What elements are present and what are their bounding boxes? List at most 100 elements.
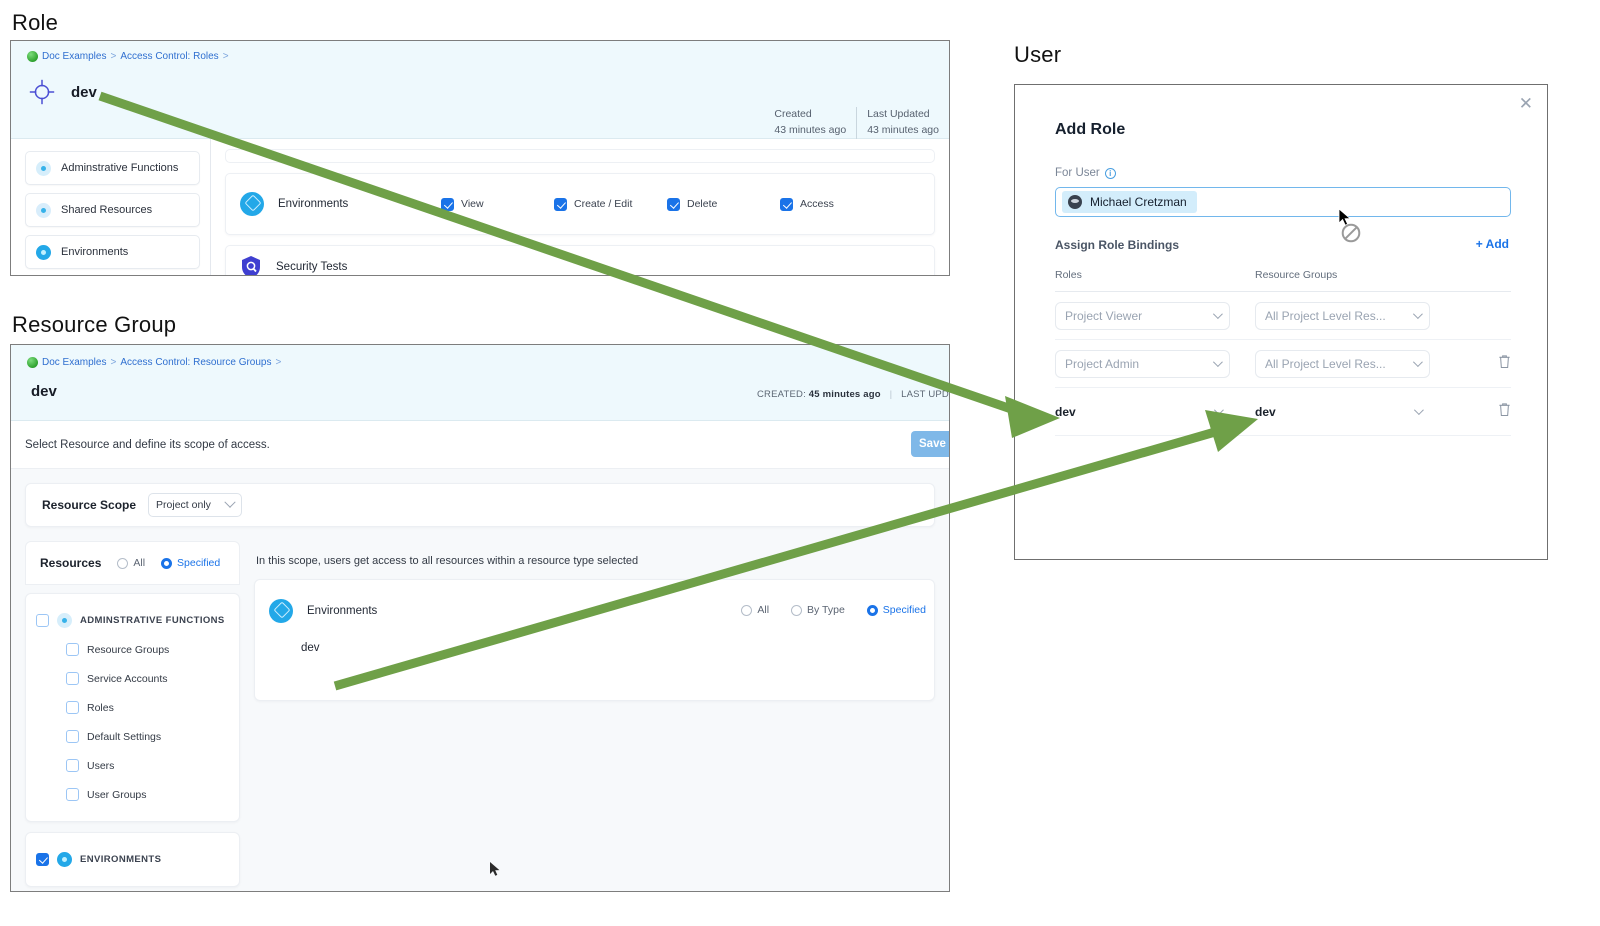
close-icon[interactable]: ✕ xyxy=(1518,94,1533,113)
tree-item-label: User Groups xyxy=(87,788,147,801)
resource-group-select[interactable]: All Project Level Res... xyxy=(1255,349,1430,378)
save-button[interactable]: Save xyxy=(911,431,949,457)
resource-group-header: Doc Examples > Access Control: Resource … xyxy=(11,345,949,421)
resource-group-select-value: All Project Level Res... xyxy=(1265,308,1386,323)
tree-item-resource-groups[interactable]: Resource Groups xyxy=(36,635,229,664)
resource-group-title: dev xyxy=(31,383,57,400)
role-title-wrap: dev xyxy=(27,77,97,107)
sidebar-item-administrative-functions[interactable]: Adminstrative Functions xyxy=(25,151,200,185)
tree-item-roles[interactable]: Roles xyxy=(36,693,229,722)
sidebar-item-environments[interactable]: Environments xyxy=(25,235,200,269)
tree-group-row[interactable]: ENVIRONMENTS xyxy=(36,845,229,874)
role-panel: Doc Examples > Access Control: Roles > d… xyxy=(10,40,950,276)
section-caption-role: Role xyxy=(12,10,59,35)
chevron-down-icon xyxy=(1212,309,1223,320)
environments-scope-item-dev[interactable]: dev xyxy=(301,642,320,654)
chevron-down-icon xyxy=(224,496,236,508)
breadcrumb-section[interactable]: Access Control: Roles xyxy=(120,51,219,62)
tree-item-user-groups[interactable]: User Groups xyxy=(36,780,229,809)
role-select-value: dev xyxy=(1055,404,1076,419)
table-row: dev dev xyxy=(1055,388,1511,436)
tree-item-default-settings[interactable]: Default Settings xyxy=(36,722,229,751)
tree-item-service-accounts[interactable]: Service Accounts xyxy=(36,664,229,693)
delete-icon[interactable] xyxy=(1498,402,1511,417)
permission-checkbox-view[interactable]: View xyxy=(441,197,554,211)
chevron-down-icon xyxy=(1213,405,1224,416)
tree-item-label: Roles xyxy=(87,701,114,714)
add-role-modal: ✕ Add Role For User i Michael Cretzman A… xyxy=(1014,84,1548,560)
env-radio-by-type[interactable]: By Type xyxy=(791,604,845,616)
checkbox-icon[interactable] xyxy=(66,701,79,714)
role-select[interactable]: Project Admin xyxy=(1055,349,1230,378)
binding-role-cell: Project Viewer xyxy=(1055,301,1255,330)
role-meta: Created 43 minutes ago Last Updated 43 m… xyxy=(764,107,949,139)
chevron-down-icon xyxy=(1212,357,1223,368)
project-dot-icon xyxy=(27,51,38,62)
permission-row-partial xyxy=(225,149,935,163)
environments-icon xyxy=(36,244,51,260)
checkbox-checked-icon[interactable] xyxy=(441,197,454,211)
breadcrumb-root[interactable]: Doc Examples xyxy=(42,357,107,368)
checkbox-icon[interactable] xyxy=(66,730,79,743)
radio-icon[interactable] xyxy=(791,604,803,616)
binding-actions-cell xyxy=(1455,402,1511,422)
resource-scope-value: Project only xyxy=(156,499,211,511)
table-row: Project Viewer All Project Level Res... xyxy=(1055,292,1511,340)
add-binding-button[interactable]: + Add xyxy=(1475,237,1509,251)
breadcrumb[interactable]: Doc Examples > Access Control: Resource … xyxy=(27,357,281,368)
info-icon[interactable]: i xyxy=(1104,167,1116,179)
resource-scope-card: Resource Scope Project only xyxy=(25,483,935,527)
permission-row-name-wrap: Security Tests xyxy=(226,255,441,275)
resource-group-select-value: dev xyxy=(1255,404,1276,419)
checkbox-icon[interactable] xyxy=(36,614,49,627)
checkbox-icon[interactable] xyxy=(66,672,79,685)
checkbox-icon[interactable] xyxy=(66,759,79,772)
checkbox-checked-icon[interactable] xyxy=(667,197,680,211)
role-bindings-table: Roles Resource Groups Project Viewer All… xyxy=(1055,269,1511,436)
rg-meta-divider: | xyxy=(889,389,893,400)
environments-icon xyxy=(269,599,293,623)
for-user-input[interactable]: Michael Cretzman xyxy=(1055,187,1511,217)
tree-item-label: Resource Groups xyxy=(87,643,170,656)
resource-group-body: Resource Scope Project only Resources Al… xyxy=(11,469,949,891)
breadcrumb[interactable]: Doc Examples > Access Control: Roles > xyxy=(27,51,229,62)
permission-checkbox-access[interactable]: Access xyxy=(780,197,893,211)
checkbox-checked-icon[interactable] xyxy=(554,197,567,211)
resource-group-meta: CREATED: 45 minutes ago | LAST UPD xyxy=(757,389,949,400)
tree-group-label: ADMINSTRATIVE FUNCTIONS xyxy=(80,615,225,626)
role-select[interactable]: Project Viewer xyxy=(1055,301,1230,330)
resources-radio-all[interactable]: All xyxy=(117,557,145,569)
role-meta-created: Created 43 minutes ago xyxy=(764,107,856,139)
column-header-roles: Roles xyxy=(1055,269,1082,281)
role-select[interactable]: dev xyxy=(1055,398,1230,426)
resource-group-select[interactable]: dev xyxy=(1255,398,1430,426)
env-radio-all[interactable]: All xyxy=(741,604,769,616)
delete-icon[interactable] xyxy=(1498,354,1511,369)
permission-checkbox-delete[interactable]: Delete xyxy=(667,197,780,211)
permission-row-name-wrap: Environments xyxy=(226,192,441,216)
breadcrumb-section[interactable]: Access Control: Resource Groups xyxy=(120,357,272,368)
binding-actions-cell xyxy=(1455,354,1511,374)
tree-group-row[interactable]: ADMINSTRATIVE FUNCTIONS xyxy=(36,606,229,635)
sidebar-item-shared-resources[interactable]: Shared Resources xyxy=(25,193,200,227)
env-radio-specified[interactable]: Specified xyxy=(866,604,926,616)
resource-group-select[interactable]: All Project Level Res... xyxy=(1255,301,1430,330)
tree-item-users[interactable]: Users xyxy=(36,751,229,780)
checkbox-checked-icon[interactable] xyxy=(780,197,793,211)
permission-checkbox-create-edit[interactable]: Create / Edit xyxy=(554,197,667,211)
breadcrumb-root[interactable]: Doc Examples xyxy=(42,51,107,62)
resource-scope-select[interactable]: Project only xyxy=(148,493,243,517)
checkbox-checked-icon[interactable] xyxy=(36,853,49,866)
checkbox-icon[interactable] xyxy=(66,643,79,656)
resources-area: Resources All Specified ADMINSTRATIVE xyxy=(25,541,935,891)
permission-label: View xyxy=(461,198,484,210)
user-chip[interactable]: Michael Cretzman xyxy=(1062,191,1197,213)
radio-icon[interactable] xyxy=(117,557,129,569)
checkbox-icon[interactable] xyxy=(66,788,79,801)
radio-selected-icon[interactable] xyxy=(161,557,173,569)
resources-radio-specified[interactable]: Specified xyxy=(161,557,220,569)
radio-icon[interactable] xyxy=(741,604,753,616)
pale-circle-icon xyxy=(57,613,72,628)
radio-selected-icon[interactable] xyxy=(866,604,878,616)
rg-created-label: CREATED: xyxy=(757,389,806,400)
